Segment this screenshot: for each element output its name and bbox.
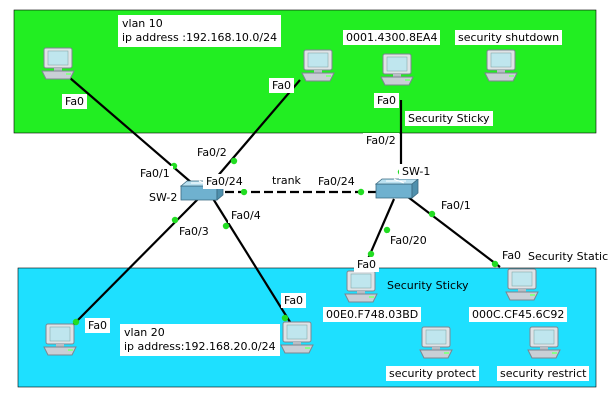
pc-icon[interactable] xyxy=(43,323,77,356)
port-label: Fa0 xyxy=(85,318,111,333)
vlan20-name: vlan 20 xyxy=(124,326,165,339)
vlan10-name: vlan 10 xyxy=(122,17,163,30)
port-label: Fa0/2 xyxy=(363,133,399,148)
link-pc6-sw2 xyxy=(211,196,291,323)
port-label: Fa0 xyxy=(354,257,380,272)
port-label: Fa0/1 xyxy=(438,198,474,213)
port-label: Fa0 xyxy=(269,78,295,93)
link-pc1-sw2 xyxy=(69,77,201,191)
security-static-note: Security Static xyxy=(528,250,609,263)
port-dot xyxy=(222,222,230,230)
port-dot xyxy=(72,318,80,326)
port-dot xyxy=(171,216,179,224)
port-dot xyxy=(240,188,248,196)
pc-icon[interactable] xyxy=(419,326,453,359)
pc-icon[interactable] xyxy=(344,270,378,303)
pc-icon[interactable] xyxy=(301,49,335,82)
vlan10-note: vlan 10 ip address :192.168.10.0/24 xyxy=(118,15,282,47)
port-label: Fa0/24 xyxy=(203,174,246,189)
port-dot xyxy=(281,314,289,322)
port-label: Fa0/20 xyxy=(387,233,430,248)
mac-note-sticky: 00E0.F748.03BD xyxy=(323,307,422,322)
vlan20-note: vlan 20 ip address:192.168.20.0/24 xyxy=(120,324,280,356)
mac-note-top: 0001.4300.8EA4 xyxy=(343,30,441,45)
port-dot xyxy=(230,157,238,165)
link-pc2-sw2 xyxy=(209,79,301,186)
port-dot xyxy=(367,250,375,258)
link-pc8-sw1 xyxy=(407,196,501,268)
port-label: Fa0 xyxy=(374,93,400,108)
switch-label-sw2: SW-2 xyxy=(146,190,181,205)
switch-label-sw1: SW-1 xyxy=(399,164,434,179)
security-restrict-note: security restrict xyxy=(497,366,590,381)
pc-icon[interactable] xyxy=(484,49,518,82)
security-shutdown-note: security shutdown xyxy=(455,30,563,45)
vlan10-area xyxy=(13,9,597,134)
vlan20-ip: ip address:192.168.20.0/24 xyxy=(124,340,276,353)
security-sticky-note-top: Security Sticky xyxy=(405,111,493,126)
security-sticky-note-bottom: Security Sticky xyxy=(387,279,469,292)
port-label: Fa0/2 xyxy=(194,145,230,160)
security-protect-note: security protect xyxy=(386,366,479,381)
port-dot xyxy=(383,226,391,234)
port-label: Fa0/3 xyxy=(176,224,212,239)
port-label: Fa0 xyxy=(62,94,88,109)
switch-icon[interactable] xyxy=(375,178,419,199)
pc-icon[interactable] xyxy=(280,321,314,354)
port-dot xyxy=(491,260,499,268)
vlan10-ip: ip address :192.168.10.0/24 xyxy=(122,31,278,44)
port-label: Fa0/1 xyxy=(137,166,173,181)
mac-note-static: 000C.CF45.6C92 xyxy=(469,307,568,322)
port-label: Fa0/4 xyxy=(228,208,264,223)
port-label: Fa0/24 xyxy=(315,174,358,189)
port-dot xyxy=(357,188,365,196)
port-label: Fa0 xyxy=(281,293,307,308)
link-pc5-sw2 xyxy=(71,196,201,327)
pc-icon[interactable] xyxy=(527,326,561,359)
port-dot xyxy=(428,210,436,218)
port-label: Fa0 xyxy=(502,249,522,262)
trunk-label: trank xyxy=(272,174,301,187)
pc-icon[interactable] xyxy=(41,47,75,80)
pc-icon[interactable] xyxy=(380,53,414,86)
pc-icon[interactable] xyxy=(505,268,539,301)
